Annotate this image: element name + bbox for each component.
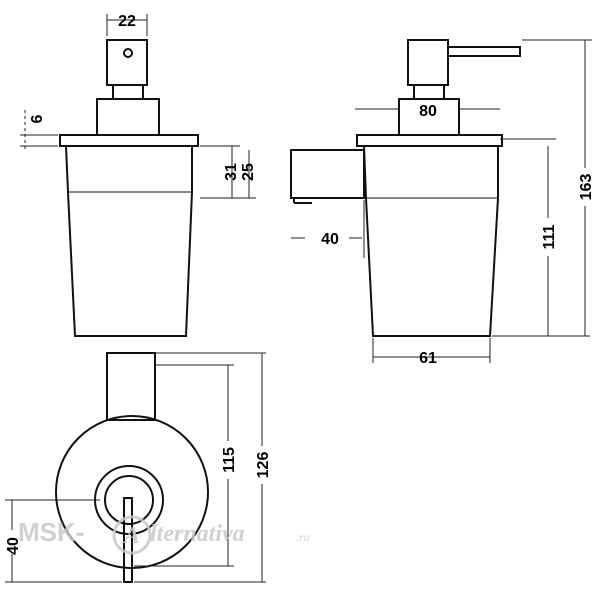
- watermark-logo-letter: A: [122, 523, 140, 549]
- dim-label-22: 22: [118, 13, 136, 30]
- front-pump-neck: [112, 84, 144, 100]
- watermark-logo-ring: [112, 515, 152, 555]
- dim-label-111: 111: [541, 224, 558, 249]
- dim-label-126: 126: [255, 452, 272, 479]
- dim-label-80: 80: [419, 103, 437, 120]
- bottom-dimensions: 115 126 40: [2, 352, 272, 583]
- dim-label-6: 6: [29, 114, 46, 123]
- dim-label-bg: [305, 226, 349, 248]
- watermark: MSK- A lternativa .ru: [18, 515, 310, 555]
- bottom-spout: [123, 497, 133, 583]
- front-plate: [59, 134, 199, 147]
- side-cup: [362, 145, 499, 337]
- front-view: [59, 39, 199, 337]
- watermark-left-text: MSK-: [18, 517, 84, 547]
- front-dimensions: 22 6 31 25: [20, 13, 257, 199]
- dim-label-bg: [2, 530, 22, 554]
- dim-label-40-side: 40: [321, 231, 339, 248]
- bottom-view: [55, 352, 209, 583]
- side-pump-neck: [413, 84, 445, 100]
- dim-label-115: 115: [221, 447, 238, 473]
- front-pump-base: [96, 98, 160, 136]
- side-spout: [448, 46, 521, 57]
- dim-label-25: 25: [240, 163, 257, 181]
- dim-label-61: 61: [419, 350, 437, 367]
- dim-label-bg: [252, 446, 272, 484]
- front-pump-head: [106, 39, 148, 86]
- side-plate: [356, 134, 503, 147]
- bottom-bracket: [106, 352, 156, 421]
- watermark-right-text: lternativa: [150, 521, 245, 547]
- bottom-pump-circle: [104, 475, 154, 525]
- dim-label-40-bottom: 40: [5, 537, 22, 555]
- front-pump-hole: [123, 48, 133, 58]
- side-view: [290, 39, 521, 337]
- dim-label-bg: [538, 218, 558, 256]
- side-wall-bracket: [290, 149, 365, 199]
- dim-label-31: 31: [223, 163, 240, 181]
- front-cup: [64, 145, 193, 337]
- dim-label-163: 163: [578, 174, 595, 201]
- watermark-suffix: .ru: [296, 530, 310, 544]
- side-dimensions: 80 40 61 111 163: [291, 39, 595, 367]
- side-pump-head: [407, 39, 449, 86]
- dim-label-bg: [218, 441, 238, 479]
- dim-label-bg: [575, 168, 595, 206]
